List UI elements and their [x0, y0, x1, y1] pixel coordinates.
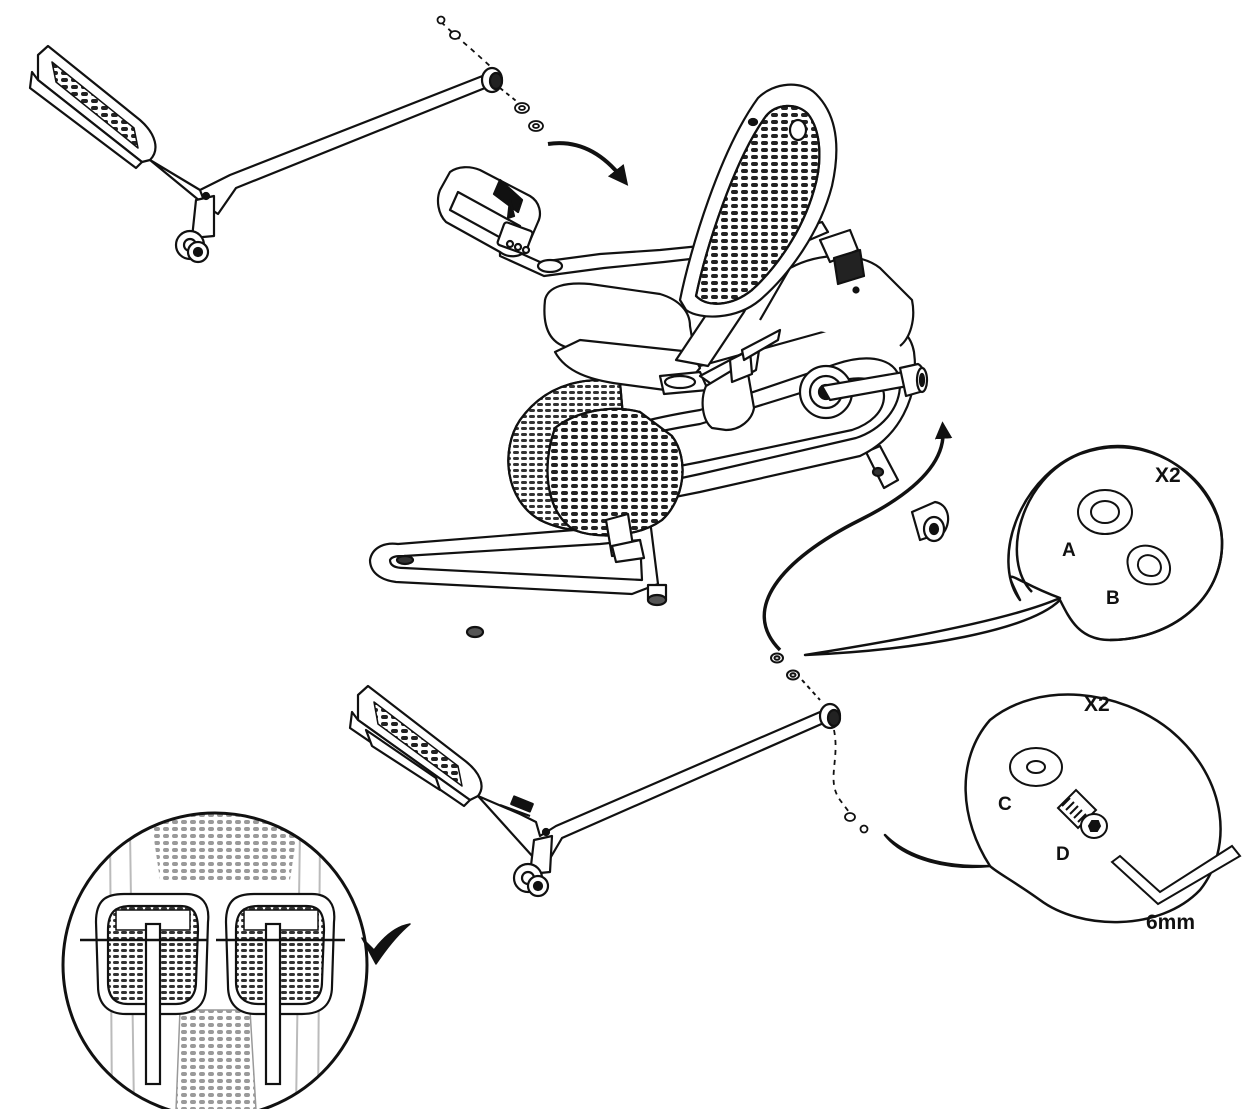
handlebar-console [436, 166, 772, 278]
tool-label: 6mm [1146, 911, 1195, 934]
left-foot-pedal [28, 44, 157, 170]
left-pedal-arm [28, 44, 504, 264]
right-foot-pedal [348, 684, 483, 808]
part-label-a: A [1062, 540, 1076, 561]
air-fan [507, 378, 684, 537]
callout-top: X2 A B [803, 444, 1224, 657]
right-pedal-arm [348, 684, 842, 898]
callout-top-quantity: X2 [1155, 464, 1181, 487]
bottom-hardware [832, 729, 869, 834]
callout-bottom: X2 C D 6mm [883, 693, 1242, 934]
curved-arrow-to-crank [762, 421, 953, 652]
recumbent-machine [368, 83, 950, 639]
hex-bolt-icon [1056, 788, 1108, 839]
callout-bottom-quantity: X2 [1084, 693, 1110, 716]
seat-back [674, 83, 838, 432]
curved-washer-icon [1126, 544, 1171, 586]
middle-washers [770, 652, 821, 701]
inset-frame [61, 811, 369, 1114]
part-label-b: B [1106, 588, 1120, 609]
detail-inset [61, 811, 411, 1114]
part-label-c: C [998, 794, 1012, 815]
flat-washer-icon [1077, 489, 1133, 535]
checkmark-icon [361, 923, 411, 965]
callout-bottom-bubble [883, 693, 1222, 924]
allen-key-icon [1110, 844, 1242, 906]
top-hardware [436, 15, 544, 132]
inset-right-pedal [224, 892, 336, 1086]
base-frame [368, 444, 950, 639]
inset-left-pedal [94, 892, 210, 1086]
part-label-d: D [1056, 844, 1070, 865]
curved-arrow-top [547, 141, 629, 186]
washer-icon [1009, 747, 1063, 787]
crank-arm [820, 362, 929, 402]
